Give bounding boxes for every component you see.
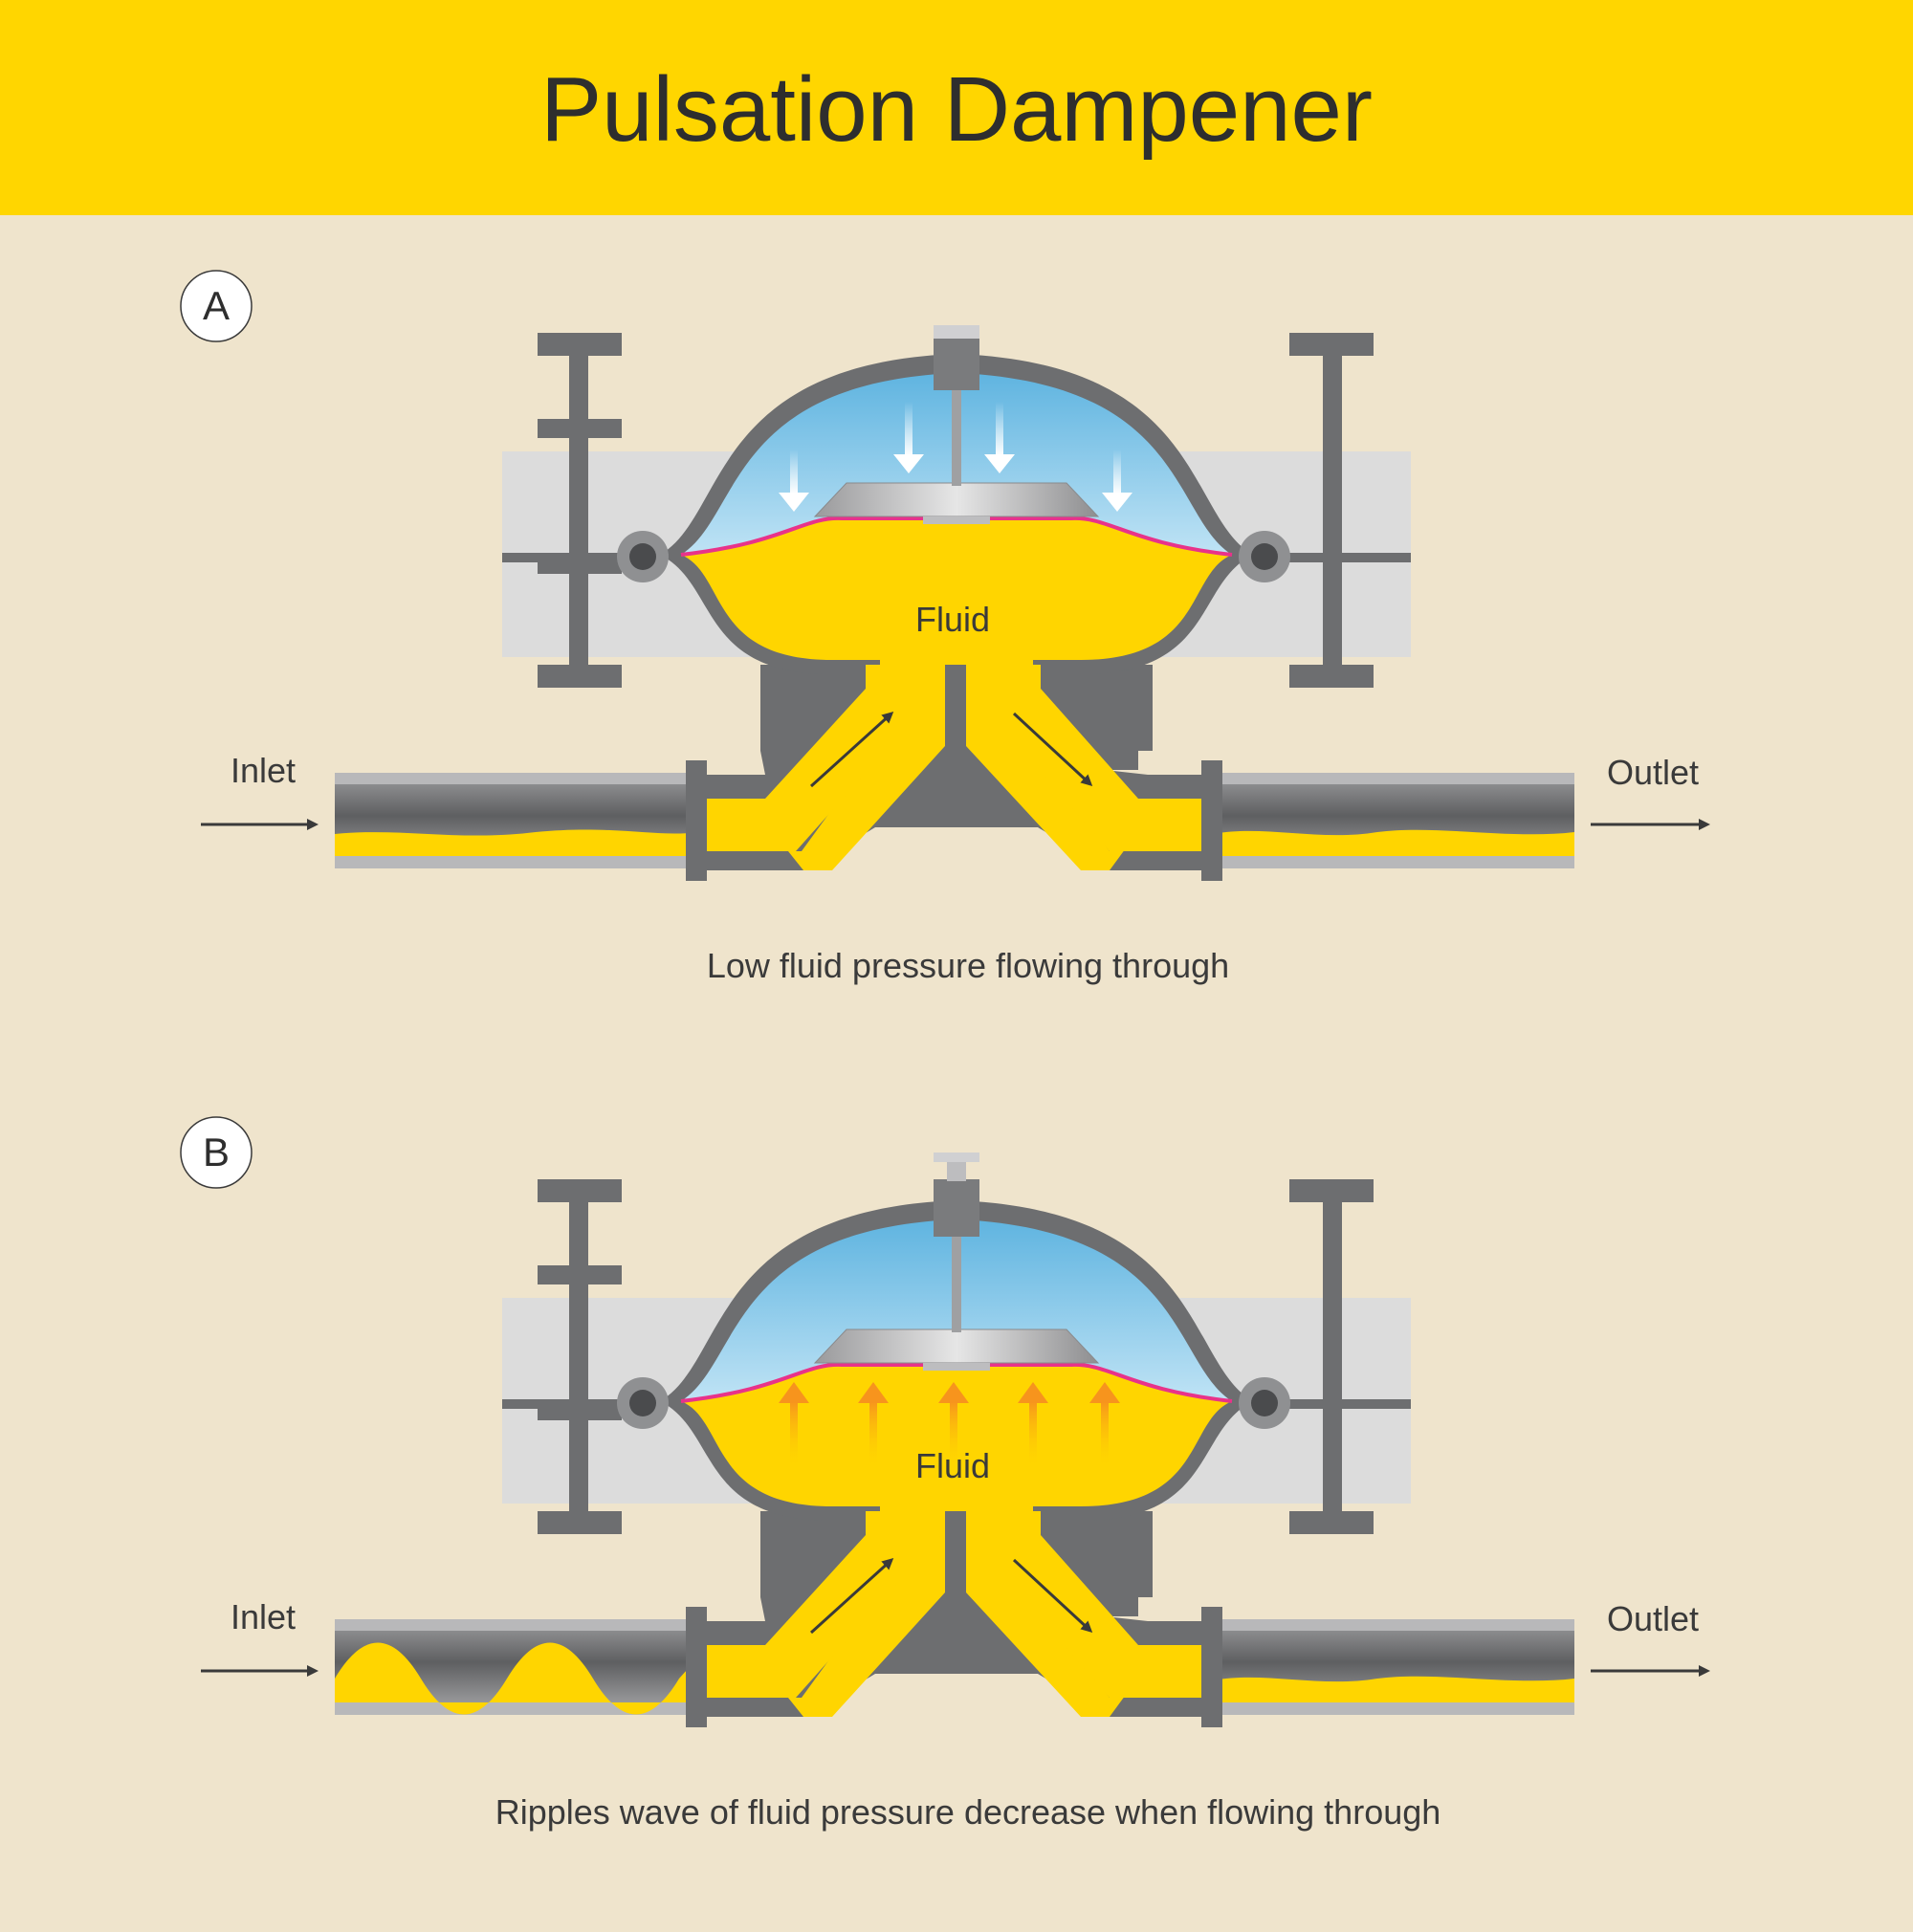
panel-letter: B [203,1130,230,1175]
pressure-arrow-up [858,1382,889,1403]
left-flange-stem [569,333,588,572]
right-clamp-bar [1277,553,1411,562]
pressure-arrow-shaft [996,402,1003,456]
title-banner [0,0,1913,215]
valve-stem-top [934,325,979,339]
outlet-coupling [1201,1607,1222,1727]
panel-caption: Low fluid pressure flowing through [707,946,1229,985]
inlet-fluid-wave [335,1642,696,1715]
valve-stem-top [934,1153,979,1162]
left-clamp-bar [502,1399,636,1409]
flow-arrow-out [1012,712,1093,787]
right-flange-bottom [1289,1511,1374,1534]
fluid-label: Fluid [915,600,990,639]
inlet-label: Inlet [231,1597,296,1636]
fluid-chamber [681,517,1232,665]
pressure-arrow-shaft [790,450,798,494]
pressure-arrow-down [779,493,809,512]
pressure-arrow-shaft [905,402,913,456]
pressure-arrow-up [938,1382,969,1403]
panel-letter-badge [180,1116,253,1189]
pressure-arrow-shaft [1113,450,1121,494]
pressure-arrow-up [779,1382,809,1403]
inlet-coupling [686,1607,707,1727]
panel-letter: A [203,283,230,328]
panel-caption: Ripples wave of fluid pressure decrease … [495,1792,1441,1832]
outlet-fluid [1213,1676,1574,1702]
inlet-fluid [335,829,696,856]
right-flange-stem [1323,333,1342,687]
piston-plate [813,1328,1100,1364]
left-flange-stem [569,1179,588,1418]
pressure-arrow-shaft [790,1401,798,1468]
pressure-arrow-down [893,454,924,473]
valve-stem-cap [934,1179,979,1237]
inlet-coupling [686,760,707,881]
valve-stem-rod [952,390,961,486]
flow-arrow-out [1012,1558,1093,1634]
pressure-arrow-up [1089,1382,1120,1403]
pressure-arrow-shaft [1101,1401,1109,1468]
right-clamp-bar [1277,1399,1411,1409]
flow-arrow-in [809,1557,894,1635]
inlet-label: Inlet [231,751,296,790]
left-clamp-bar [502,553,636,562]
pressure-arrow-shaft [1029,1401,1037,1468]
outlet-fluid [1213,829,1574,856]
pressure-arrow-shaft [950,1401,957,1468]
right-flange-stem [1323,1179,1342,1533]
panel-letter-badge [180,270,253,342]
outlet-coupling [1201,760,1222,881]
outlet-label: Outlet [1607,1599,1699,1638]
pressure-arrow-up [1018,1382,1048,1403]
outlet-label: Outlet [1607,753,1699,792]
piston-button [923,1363,990,1371]
pressure-arrow-down [984,454,1015,473]
valve-stem-rod [952,1237,961,1332]
valve-stem-cap [934,333,979,390]
page-title: Pulsation Dampener [540,58,1373,161]
piston-plate [813,482,1100,517]
pressure-arrow-down [1102,493,1132,512]
fluid-label: Fluid [915,1446,990,1485]
right-flange-bottom [1289,665,1374,688]
pressure-arrow-shaft [869,1401,877,1468]
piston-button [923,516,990,524]
flow-arrow-in [809,711,894,788]
